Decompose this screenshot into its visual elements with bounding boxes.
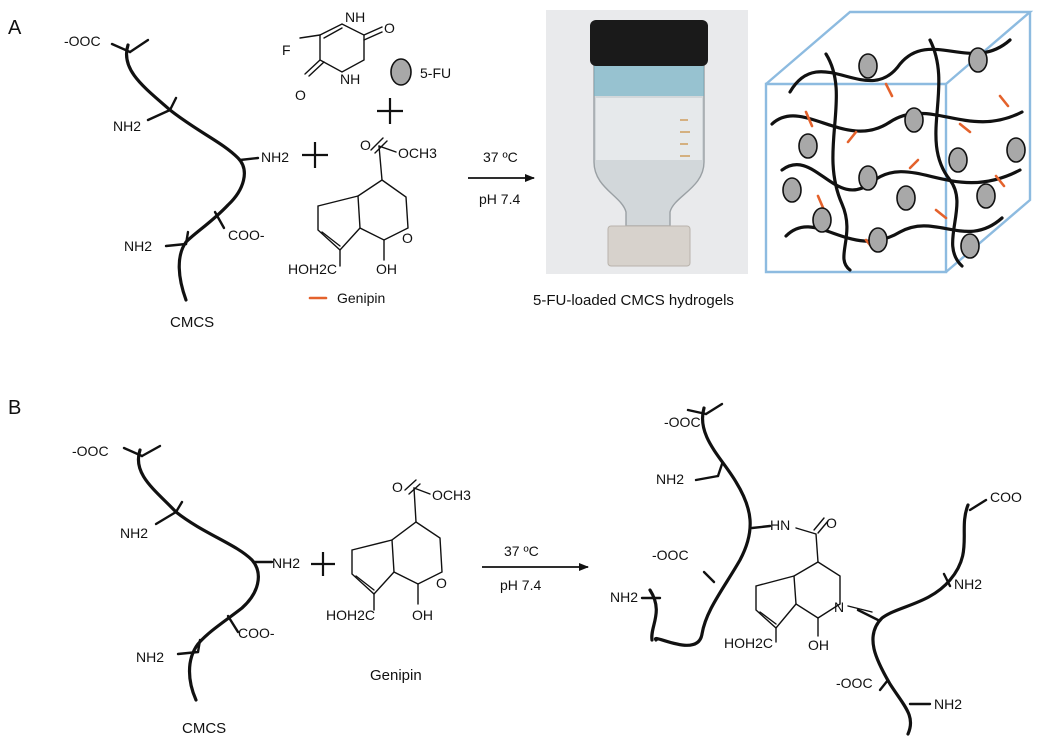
product-amide-oxygen: O bbox=[826, 515, 837, 531]
product-amine-a: NH2 bbox=[656, 471, 684, 487]
panel-a-cmcs-structure: -OOC NH2 NH2 COO- NH2 CMCS bbox=[64, 33, 289, 331]
product-carboxylate-left: -OOC bbox=[652, 547, 689, 563]
panel-a-label: A bbox=[8, 17, 22, 39]
cmcs-amine-2: NH2 bbox=[261, 149, 289, 165]
cmcs-b-amine-2: NH2 bbox=[272, 555, 300, 571]
hydrogel-vial-photo bbox=[546, 10, 748, 274]
product-hydroxymethyl: HOH2C bbox=[724, 635, 773, 651]
cmcs-amine-1: NH2 bbox=[113, 118, 141, 134]
genipin-b-caption: Genipin bbox=[370, 667, 422, 684]
product-ring-nitrogen: N bbox=[834, 599, 844, 615]
five-fu-legend-label: 5-FU bbox=[420, 65, 451, 81]
cmcs-backbone bbox=[124, 43, 246, 302]
genipin-b-carbonyl-oxygen: O bbox=[392, 479, 403, 495]
plus-sign-2 bbox=[302, 142, 328, 168]
panel-a-genipin-structure: O OCH3 O HOH2C OH bbox=[288, 137, 437, 277]
plus-sign-1 bbox=[377, 98, 403, 124]
panel-b-label: B bbox=[8, 397, 21, 419]
plus-sign-3 bbox=[311, 552, 335, 576]
cmcs-carboxylate-mid: COO- bbox=[228, 227, 265, 243]
five-fu-fluorine: F bbox=[282, 42, 291, 58]
five-fu-legend-icon bbox=[390, 58, 412, 86]
panel-a-temperature: 37 ºC bbox=[483, 149, 518, 165]
cmcs-caption: CMCS bbox=[170, 314, 214, 331]
panel-b-ph: pH 7.4 bbox=[500, 577, 541, 593]
panel-b-temperature: 37 ºC bbox=[504, 543, 539, 559]
cmcs-b-caption: CMCS bbox=[182, 720, 226, 737]
five-fu-oxygen-bottom: O bbox=[295, 87, 306, 103]
hydrogel-caption: 5-FU-loaded CMCS hydrogels bbox=[533, 292, 734, 309]
product-amine-left: NH2 bbox=[610, 589, 638, 605]
product-amine-bottom: NH2 bbox=[934, 696, 962, 712]
cmcs-b-carboxylate-mid: COO- bbox=[238, 625, 275, 641]
five-fu-structure: F NH O NH O bbox=[282, 9, 395, 103]
product-carboxylate-bottom: -OOC bbox=[836, 675, 873, 691]
genipin-b-hydroxyl: OH bbox=[412, 607, 433, 623]
cmcs-amine-3: NH2 bbox=[124, 238, 152, 254]
genipin-b-ring-oxygen: O bbox=[436, 575, 447, 591]
cmcs-carboxylate-top: -OOC bbox=[64, 33, 101, 49]
product-carboxylate-right: COO bbox=[990, 489, 1022, 505]
five-fu-nh-top: NH bbox=[345, 9, 365, 25]
product-amine-right: NH2 bbox=[954, 576, 982, 592]
product-amide-nh: HN bbox=[770, 517, 790, 533]
genipin-methoxy: OCH3 bbox=[398, 145, 437, 161]
product-hydroxyl: OH bbox=[808, 637, 829, 653]
crosslinked-product-structure: -OOC NH2 HN O -OOC NH2 N HOH2C OH COO NH… bbox=[610, 402, 1022, 736]
cmcs-b-amine-3: NH2 bbox=[136, 649, 164, 665]
genipin-b-methoxy: OCH3 bbox=[432, 487, 471, 503]
genipin-hydroxyl: OH bbox=[376, 261, 397, 277]
genipin-b-hydroxymethyl: HOH2C bbox=[326, 607, 375, 623]
genipin-ring-oxygen: O bbox=[402, 230, 413, 246]
five-fu-nh-bottom: NH bbox=[340, 71, 360, 87]
genipin-hydroxymethyl: HOH2C bbox=[288, 261, 337, 277]
cmcs-b-carboxylate-top: -OOC bbox=[72, 443, 109, 459]
five-fu-oxygen-right: O bbox=[384, 20, 395, 36]
panel-b-genipin-structure: O OCH3 O HOH2C OH Genipin bbox=[326, 479, 471, 684]
cube-top-face bbox=[765, 10, 1034, 85]
panel-b-cmcs-structure: -OOC NH2 NH2 COO- NH2 CMCS bbox=[72, 443, 300, 737]
product-carboxylate-top: -OOC bbox=[664, 414, 701, 430]
hydrogel-network-cube bbox=[764, 10, 1034, 274]
cmcs-b-amine-1: NH2 bbox=[120, 525, 148, 541]
genipin-carbonyl-oxygen: O bbox=[360, 137, 371, 153]
genipin-legend-label: Genipin bbox=[337, 290, 385, 306]
panel-a-ph: pH 7.4 bbox=[479, 191, 520, 207]
